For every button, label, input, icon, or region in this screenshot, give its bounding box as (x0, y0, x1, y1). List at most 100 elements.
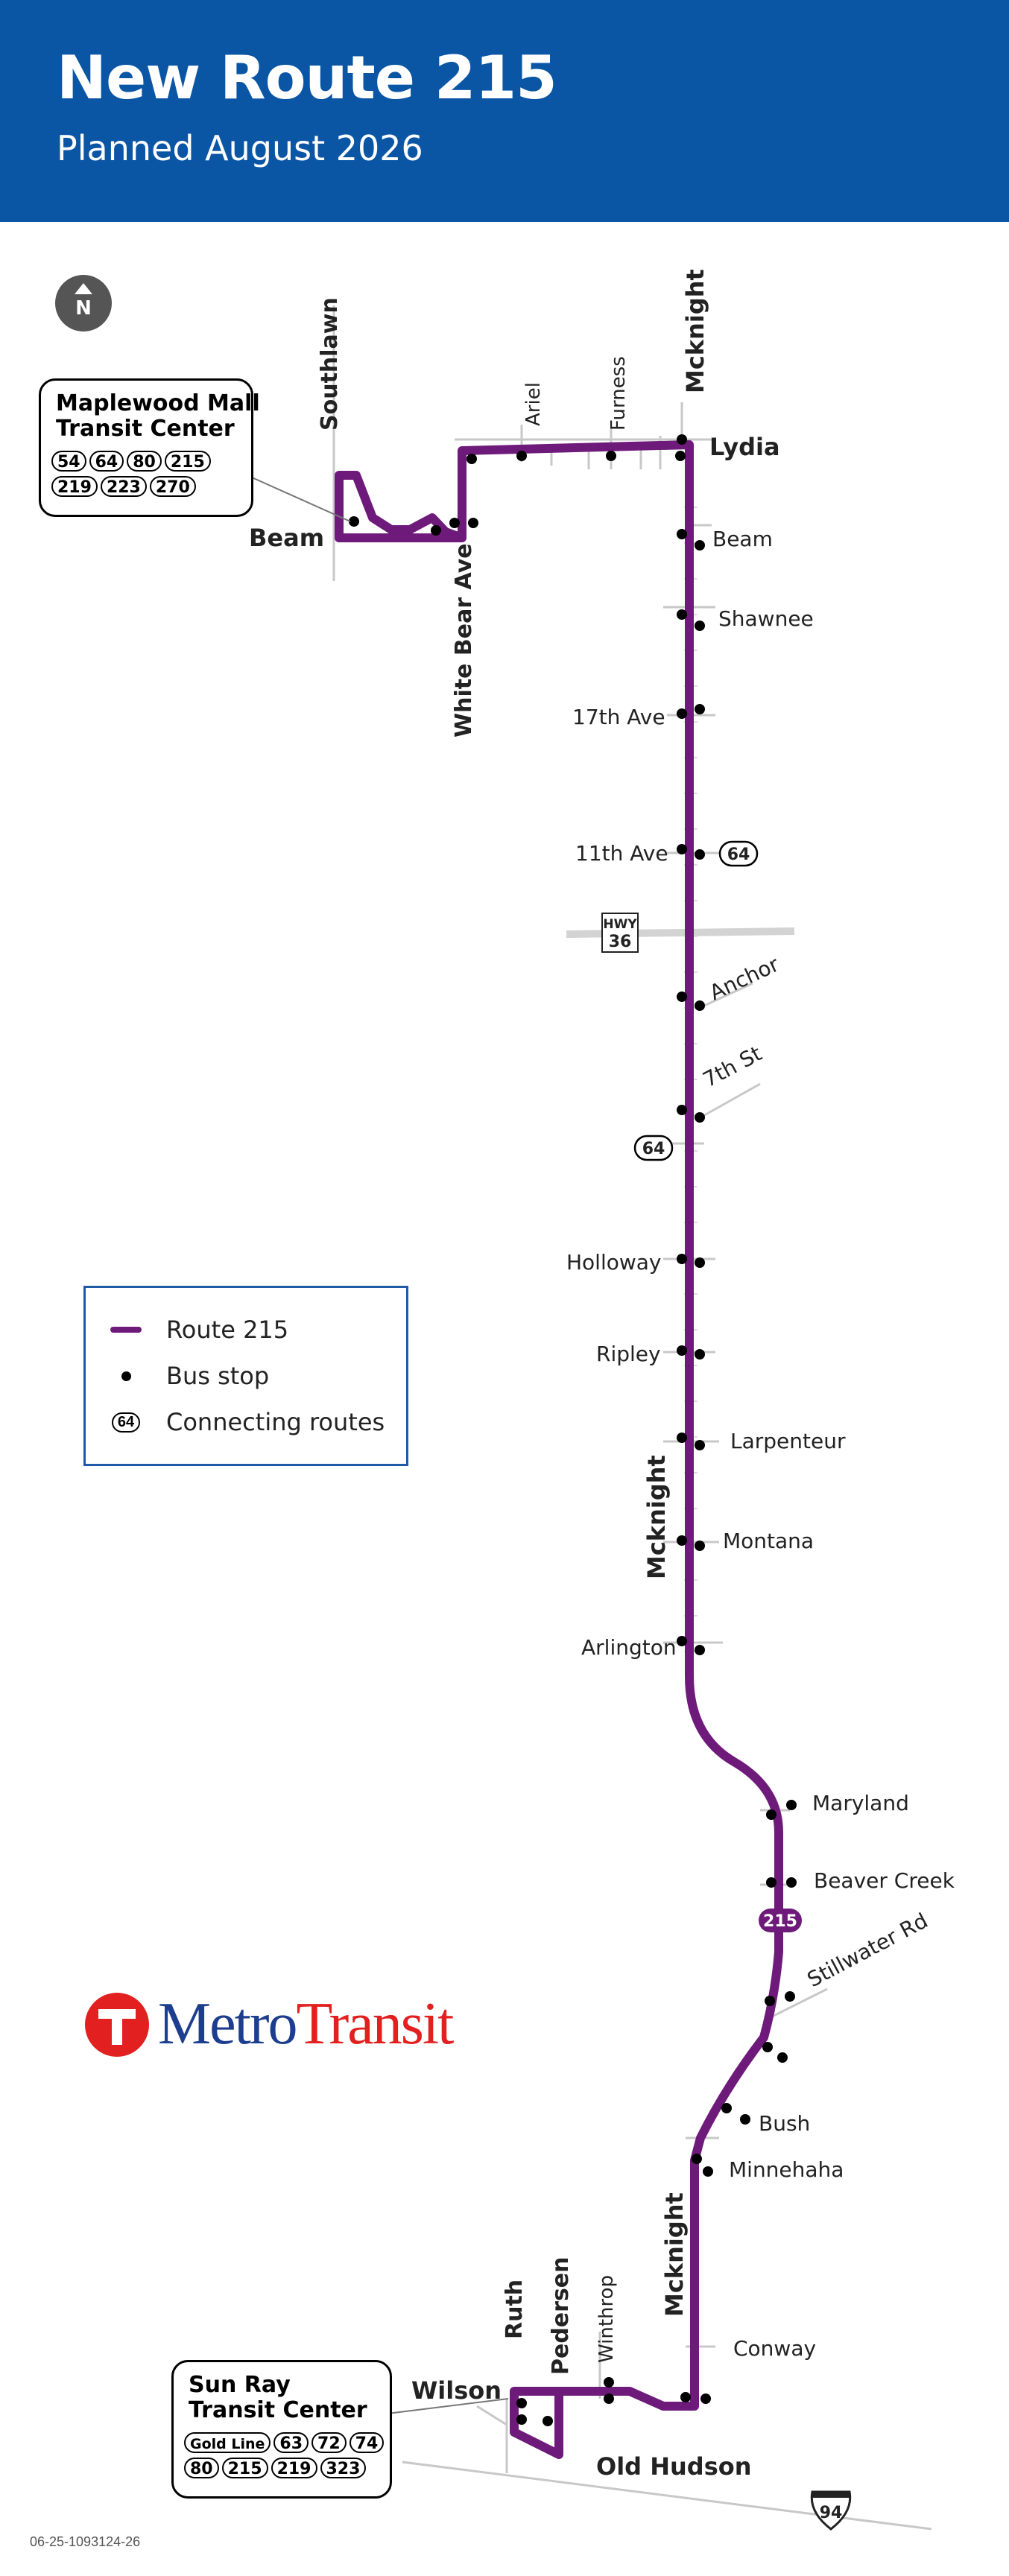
street-label-pedersen: Pedersen (548, 2256, 574, 2375)
maplewood-leader (250, 476, 351, 522)
bus-stop[interactable] (695, 1112, 705, 1123)
document-number: 06-25-1093124-26 (30, 2534, 141, 2549)
bus-stop[interactable] (740, 2114, 750, 2125)
bus-stop[interactable] (695, 849, 705, 860)
bus-stop[interactable] (677, 1535, 687, 1546)
bus-stop[interactable] (766, 1809, 776, 1820)
bus-stop[interactable] (677, 992, 687, 1002)
route-badge[interactable]: 219 (51, 476, 98, 497)
bus-stop[interactable] (677, 609, 687, 620)
bus-stop[interactable] (695, 1000, 705, 1011)
interstate-94-shield: 94 (810, 2490, 852, 2531)
bus-stop[interactable] (431, 525, 441, 536)
street-label-holloway: Holloway (566, 1250, 662, 1275)
bus-stop[interactable] (468, 518, 478, 528)
route-badge[interactable]: 270 (149, 476, 196, 497)
street-label-wilson: Wilson (411, 2376, 502, 2405)
route-215-line[interactable] (335, 440, 783, 2459)
bus-stop[interactable] (349, 516, 359, 527)
street-label-white-bear: White Bear Ave (451, 543, 477, 737)
street-label-17th-ave: 17th Ave (572, 705, 665, 729)
legend-route-label: Route 215 (166, 1316, 289, 1344)
bus-stop[interactable] (680, 2392, 691, 2402)
street-label-maryland: Maryland (812, 1791, 909, 1815)
connecting-route-badge-11th[interactable]: 64 (718, 840, 759, 867)
bus-stop[interactable] (516, 2398, 527, 2408)
route-badge[interactable]: 63 (273, 2432, 309, 2453)
bus-stop[interactable] (604, 2377, 614, 2388)
route-badge[interactable]: 64 (89, 451, 124, 472)
bus-stop[interactable] (449, 518, 460, 528)
bus-stop[interactable] (766, 1877, 776, 1888)
highway-36 (566, 927, 795, 938)
route-badge[interactable]: 72 (311, 2432, 347, 2453)
bus-stop[interactable] (765, 1996, 775, 2006)
metro-transit-logo: MetroTransit (85, 1990, 454, 2058)
route-215-badge[interactable]: 215 (759, 1909, 802, 1932)
bus-stop[interactable] (606, 451, 616, 461)
bus-stop[interactable] (695, 621, 705, 631)
route-badge[interactable]: 80 (127, 451, 162, 472)
bus-stop[interactable] (785, 1991, 795, 2002)
bus-stop[interactable] (516, 2414, 527, 2425)
bus-stop[interactable] (677, 434, 687, 445)
connecting-route-label: 64 (727, 846, 750, 864)
bus-stop[interactable] (695, 1645, 705, 1655)
bus-stop[interactable] (700, 2393, 711, 2404)
route-badge[interactable]: 215 (221, 2458, 268, 2478)
route-badge[interactable]: 74 (349, 2432, 385, 2453)
bus-stop[interactable] (762, 2042, 773, 2052)
bus-stop[interactable] (677, 1254, 687, 1264)
route-badge[interactable]: 223 (100, 476, 147, 497)
route-badge[interactable]: 215 (164, 451, 211, 472)
bus-stop[interactable] (677, 844, 687, 854)
metro-transit-logo-icon (85, 1992, 149, 2057)
bus-stop[interactable] (677, 1636, 687, 1646)
route-map[interactable]: N Southlawn Ariel Furness Mcknight Lydia… (0, 222, 1009, 2576)
route-badge[interactable]: 80 (184, 2458, 219, 2478)
bus-stop[interactable] (604, 2393, 614, 2404)
bus-stop[interactable] (677, 708, 687, 719)
street-label-ruth: Ruth (502, 2280, 528, 2339)
bus-stop[interactable] (675, 451, 686, 461)
street-label-minnehaha: Minnehaha (729, 2157, 844, 2182)
street-label-southlawn: Southlawn (317, 297, 343, 431)
maplewood-transit-center-callout[interactable]: Maplewood Mall Transit Center 54 64 80 2… (39, 378, 260, 517)
sunray-route-badges: Gold Line 63 72 74 80 215 219 323 (184, 2432, 385, 2478)
bus-stop[interactable] (695, 1349, 705, 1360)
bus-stop[interactable] (677, 1433, 687, 1443)
route-badge[interactable]: 323 (320, 2458, 367, 2478)
bus-stop[interactable] (695, 540, 705, 551)
bus-stop[interactable] (516, 451, 527, 461)
route-badge[interactable]: Gold Line (184, 2432, 271, 2453)
street-label-7th-st: 7th St (699, 1041, 766, 1093)
connecting-route-sample: 64 (111, 1412, 141, 1433)
page-subtitle: Planned August 2026 (57, 128, 423, 168)
route-badge[interactable]: 54 (51, 451, 86, 472)
bus-stop[interactable] (695, 1541, 705, 1551)
maplewood-name-line1: Maplewood Mall (56, 390, 260, 416)
bus-stop[interactable] (677, 1105, 687, 1115)
bus-stop[interactable] (543, 2416, 553, 2426)
bus-stop[interactable] (692, 2154, 702, 2164)
bus-stop[interactable] (677, 529, 687, 539)
bus-stop[interactable] (677, 1345, 687, 1356)
bus-stop[interactable] (786, 1877, 797, 1888)
bus-stop[interactable] (695, 1257, 705, 1268)
bus-stop[interactable] (695, 704, 705, 714)
legend-row-route: Route 215 (86, 1315, 288, 1345)
bus-stop[interactable] (786, 1800, 797, 1810)
legend-row-stop: Bus stop (86, 1361, 269, 1391)
street-label-beam-east: Beam (712, 527, 773, 551)
bus-stop[interactable] (703, 2166, 713, 2177)
sunray-transit-center-callout[interactable]: Sun Ray Transit Center Gold Line 63 72 7… (171, 2360, 392, 2499)
route-badge[interactable]: 219 (271, 2458, 317, 2478)
connecting-route-badge-7th[interactable]: 64 (633, 1135, 674, 1161)
street-network (332, 305, 932, 2531)
bus-stop[interactable] (721, 2103, 732, 2113)
bus-stop[interactable] (777, 2052, 788, 2063)
sunray-name-line2: Transit Center (189, 2397, 367, 2423)
street-label-montana: Montana (723, 1529, 814, 1553)
bus-stop[interactable] (695, 1440, 705, 1450)
bus-stop[interactable] (466, 454, 477, 464)
